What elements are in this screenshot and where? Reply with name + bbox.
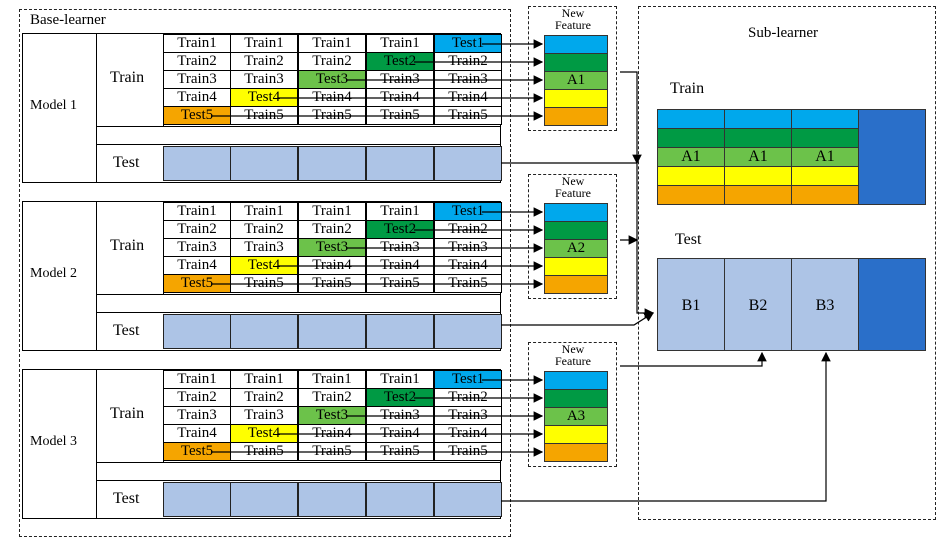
feature-row	[544, 275, 608, 294]
test-block	[230, 482, 298, 517]
test-block	[298, 146, 366, 181]
fold-cell: Train1	[298, 34, 366, 53]
fold-cell: Train3	[163, 70, 231, 89]
test-block	[298, 314, 366, 349]
sub-learner-label: Sub-learner	[748, 25, 818, 41]
fold-cell: Test5	[163, 106, 231, 125]
test-block	[230, 314, 298, 349]
test-block	[298, 482, 366, 517]
test-label: Test	[113, 322, 140, 339]
new-feature-label: New	[548, 175, 598, 187]
test-block	[366, 482, 434, 517]
sub-test-label: Test	[675, 231, 702, 248]
grid-bottom-line	[96, 462, 501, 463]
model-name-divider	[96, 33, 97, 183]
train-label: Train	[110, 69, 145, 86]
fold-cell: Train3	[230, 238, 298, 257]
feature1-connector	[620, 71, 642, 165]
fold-cell: Test3	[298, 70, 366, 89]
test-top-line	[96, 480, 501, 481]
new-feature-label: Feature	[555, 18, 591, 32]
sub-test-cell: B2	[724, 258, 792, 351]
new-feature-box	[528, 174, 617, 299]
fold-cell: Train3	[230, 70, 298, 89]
fold-cell: Train2	[163, 388, 231, 407]
fold-cell: Train4	[163, 88, 231, 107]
model-name: Model 3	[30, 434, 78, 449]
fold-cell: Test3	[298, 238, 366, 257]
test-block	[163, 482, 231, 517]
fold-cell: Train2	[163, 52, 231, 71]
fold-cell: Test5	[163, 442, 231, 461]
fold-cell: Train1	[230, 34, 298, 53]
new-feature-box	[528, 6, 617, 131]
fold-cell: Train1	[163, 34, 231, 53]
sub-train-cell: A1	[657, 147, 725, 167]
model-name-divider	[96, 201, 97, 351]
test-label: Test	[113, 154, 140, 171]
sub-test-cell: B1	[657, 258, 725, 351]
new-feature-box	[528, 342, 617, 467]
fold-cell: Train4	[163, 256, 231, 275]
model3-test-connector	[501, 351, 831, 502]
test-block	[434, 314, 502, 349]
fold-cell: Test5	[163, 274, 231, 293]
model-name-divider	[96, 369, 97, 519]
grid-bottom-line	[96, 294, 501, 295]
test-block	[434, 482, 502, 517]
test-label: Test	[113, 490, 140, 507]
sub-test-target	[858, 258, 926, 351]
fold-cell: Train1	[366, 370, 434, 389]
test-block	[434, 146, 502, 181]
feature-row: A2	[544, 239, 608, 258]
test-block	[230, 146, 298, 181]
fold-cell: Test3	[298, 406, 366, 425]
model2-test-connector	[620, 351, 767, 367]
test-block	[366, 314, 434, 349]
model-name: Model 2	[30, 266, 78, 281]
fold-cell: Train1	[163, 370, 231, 389]
fold-cell: Train2	[230, 388, 298, 407]
model1-test-connector	[501, 162, 655, 318]
fold-cell: Train3	[163, 406, 231, 425]
new-feature-label: New	[548, 7, 598, 19]
fold-cell: Train1	[366, 34, 434, 53]
test-block	[366, 146, 434, 181]
train-label: Train	[110, 405, 145, 422]
fold-cell: Test2	[366, 388, 434, 407]
base-learner-label: Base-learner	[30, 12, 106, 28]
test-top-line	[96, 144, 501, 145]
sub-train-label: Train	[670, 80, 705, 97]
test-block	[163, 146, 231, 181]
feature-row	[544, 443, 608, 462]
fold-cell: Train2	[230, 220, 298, 239]
new-feature-label: New	[548, 343, 598, 355]
sub-learner-region	[638, 6, 936, 520]
fold-cell: Train2	[230, 52, 298, 71]
new-feature-label: Feature	[555, 354, 591, 368]
model2-feed-connector	[501, 312, 655, 326]
fold-cell: Train2	[298, 220, 366, 239]
new-feature-label: Feature	[555, 186, 591, 200]
grid-bottom-line	[96, 126, 501, 127]
test-top-line	[96, 312, 501, 313]
feature-row	[544, 107, 608, 126]
train-label: Train	[110, 237, 145, 254]
fold-cell: Test4	[230, 256, 298, 275]
test-block	[163, 314, 231, 349]
sub-train-target	[858, 109, 926, 205]
model-name: Model 1	[30, 98, 78, 113]
fold-cell: Test4	[230, 88, 298, 107]
feature-row: A1	[544, 71, 608, 90]
sub-train-cell: A1	[724, 147, 792, 167]
base-learner-region	[19, 9, 511, 537]
